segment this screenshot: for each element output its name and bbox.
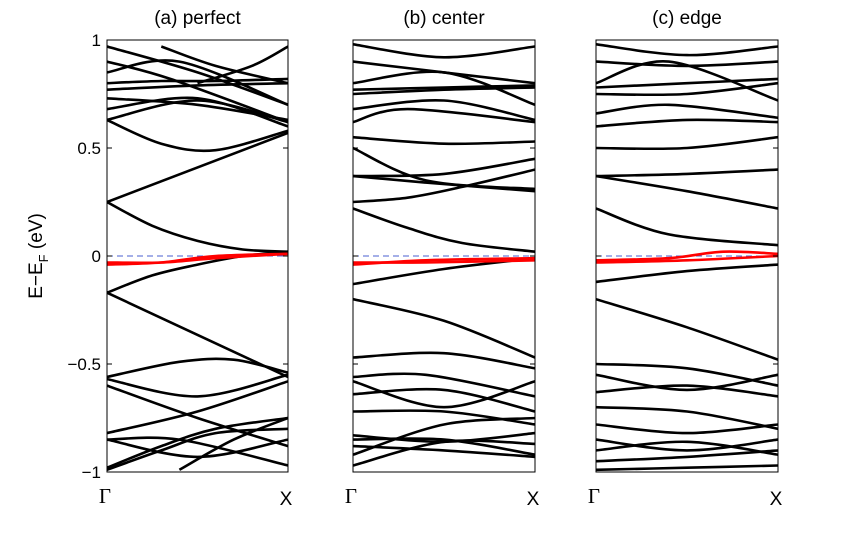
band-line bbox=[353, 387, 535, 413]
band-line bbox=[353, 43, 535, 59]
band-line bbox=[353, 107, 535, 124]
band-line bbox=[353, 86, 535, 96]
y-axis-label-sub: F bbox=[36, 254, 51, 262]
band-line bbox=[596, 405, 778, 431]
band-line bbox=[107, 59, 288, 107]
band-line bbox=[107, 200, 288, 253]
band-line bbox=[353, 207, 535, 253]
band-line bbox=[107, 291, 288, 379]
y-tick-label: −0.5 bbox=[67, 355, 101, 374]
band-line bbox=[596, 384, 778, 398]
x-tick-label-x: X bbox=[280, 489, 293, 510]
band-line bbox=[107, 357, 288, 379]
y-tick-label: 1 bbox=[92, 31, 101, 50]
band-line bbox=[353, 174, 535, 193]
band-line bbox=[353, 157, 535, 178]
band-line bbox=[353, 416, 535, 456]
band-line bbox=[107, 131, 288, 204]
band-line bbox=[107, 81, 288, 91]
band-line bbox=[353, 380, 535, 409]
band-line-red bbox=[596, 254, 778, 264]
x-tick-label-x: X bbox=[770, 489, 783, 510]
band-line bbox=[596, 77, 778, 89]
plot-area bbox=[107, 45, 288, 472]
plot-area bbox=[596, 43, 778, 472]
panel-1: (a) perfect 1 0.5 0 −0.5 −1Γ X bbox=[67, 8, 292, 510]
band-line bbox=[353, 444, 535, 459]
band-line bbox=[353, 98, 535, 122]
band-line bbox=[596, 449, 778, 463]
band-line bbox=[596, 362, 778, 387]
panel-title: (c) edge bbox=[652, 8, 722, 29]
band-line bbox=[596, 297, 778, 361]
band-line bbox=[107, 45, 288, 107]
band-line bbox=[107, 380, 288, 435]
band-line bbox=[596, 118, 778, 128]
y-axis-label-main: E−E bbox=[26, 262, 47, 298]
y-tick-label: 0 bbox=[92, 247, 101, 266]
band-line bbox=[353, 168, 535, 204]
band-line bbox=[596, 60, 778, 68]
band-line bbox=[596, 43, 778, 57]
plot-area bbox=[353, 43, 535, 467]
band-line bbox=[596, 174, 778, 210]
x-tick-label-gamma: Γ bbox=[99, 484, 111, 508]
band-line-red bbox=[596, 250, 778, 262]
band-line bbox=[178, 416, 288, 471]
band-line bbox=[107, 60, 288, 124]
band-line bbox=[596, 207, 778, 247]
band-line bbox=[596, 438, 778, 452]
band-line bbox=[107, 416, 288, 469]
band-line bbox=[596, 373, 778, 392]
band-line bbox=[160, 45, 288, 85]
y-tick-label: −1 bbox=[82, 463, 101, 482]
band-line bbox=[107, 97, 288, 122]
band-line bbox=[107, 118, 288, 153]
band-line bbox=[353, 351, 535, 370]
band-line bbox=[107, 384, 288, 448]
panel-title: (b) center bbox=[403, 8, 485, 29]
y-axis-label-unit: (eV) bbox=[26, 213, 47, 254]
band-line bbox=[353, 146, 535, 191]
band-line bbox=[107, 438, 288, 459]
y-tick-label: 0.5 bbox=[77, 139, 101, 158]
x-tick-label-gamma: Γ bbox=[588, 484, 600, 508]
band-line-red bbox=[353, 256, 535, 266]
band-line bbox=[596, 263, 778, 284]
band-line bbox=[107, 96, 288, 128]
band-line-red bbox=[107, 252, 288, 266]
band-line bbox=[596, 60, 778, 102]
band-line bbox=[596, 81, 778, 97]
band-line bbox=[596, 168, 778, 178]
band-line bbox=[596, 423, 778, 435]
band-line bbox=[596, 135, 778, 151]
band-line bbox=[353, 437, 535, 456]
band-line bbox=[596, 464, 778, 472]
band-line bbox=[353, 60, 535, 85]
band-line bbox=[353, 84, 535, 91]
band-line bbox=[353, 409, 535, 426]
x-tick-label-gamma: Γ bbox=[345, 484, 357, 508]
band-line bbox=[353, 439, 535, 467]
x-tick-label-x: X bbox=[527, 489, 540, 510]
band-line bbox=[353, 297, 535, 359]
band-line bbox=[353, 135, 535, 146]
band-line bbox=[596, 103, 778, 120]
band-line bbox=[107, 77, 288, 85]
band-line bbox=[353, 372, 535, 398]
band-line bbox=[197, 45, 288, 85]
y-axis-label: E−EF (eV) bbox=[26, 213, 51, 299]
band-line bbox=[107, 373, 288, 398]
panel-title: (a) perfect bbox=[154, 8, 241, 29]
